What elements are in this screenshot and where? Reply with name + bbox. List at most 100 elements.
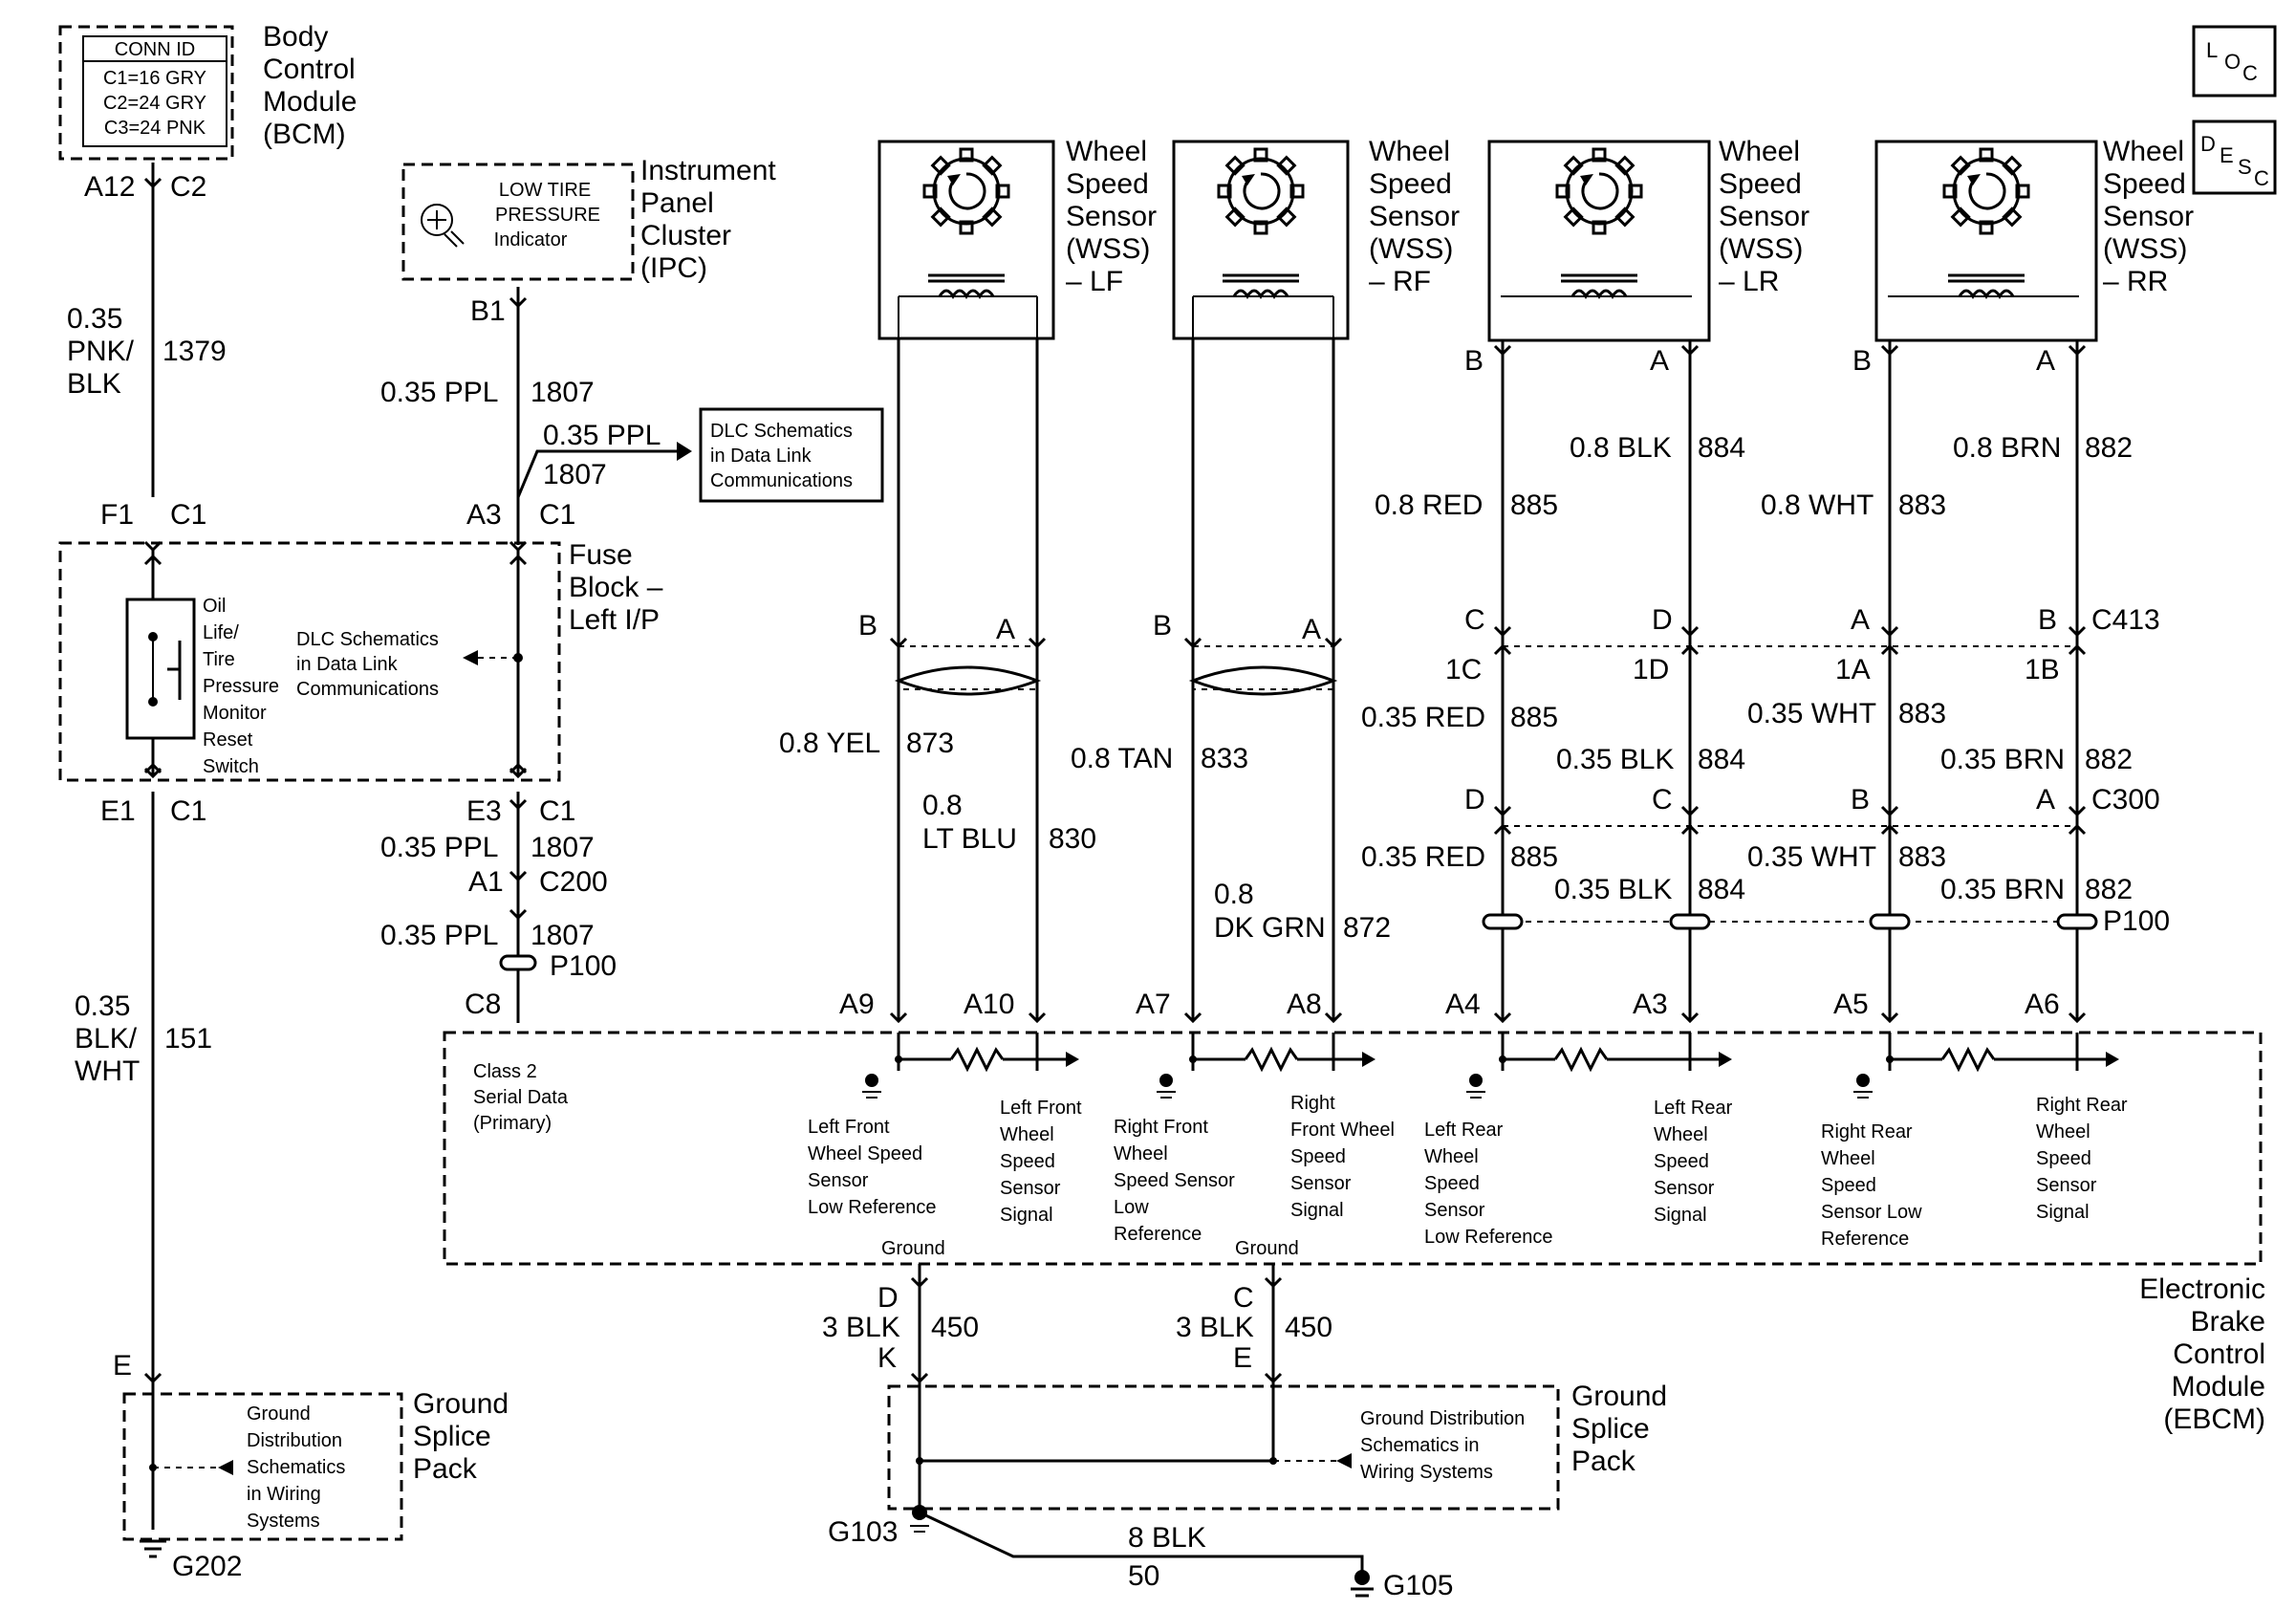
connector-chevron xyxy=(1493,344,1512,357)
circuit-number: 830 xyxy=(1049,823,1096,855)
sensor-name: (WSS) xyxy=(1066,233,1150,265)
connector-chevron xyxy=(509,540,528,553)
pin-label: A4 xyxy=(1445,989,1481,1020)
switch-label: Pressure xyxy=(203,676,279,697)
connector-chevron xyxy=(1493,643,1512,656)
pin-label: 1C xyxy=(1445,654,1482,685)
pin-label: C2 xyxy=(170,171,206,203)
bcm-name: Control xyxy=(263,54,356,85)
wire-color: WHT xyxy=(75,1055,140,1087)
wire-label: 0.35 BRN xyxy=(1940,744,2065,775)
splice-label: P100 xyxy=(550,950,617,982)
ground-id: G202 xyxy=(172,1551,242,1582)
ebcm-input-label: Speed xyxy=(1424,1173,1480,1194)
dlc-ref: DLC Schematics xyxy=(710,421,853,442)
circuit-number: 450 xyxy=(1285,1312,1332,1343)
connector-chevron xyxy=(2068,823,2087,836)
pin-label: D xyxy=(877,1282,899,1314)
connector-label: C200 xyxy=(539,866,608,898)
circuit-number: 885 xyxy=(1510,702,1558,733)
sensor-name: Wheel xyxy=(1719,136,1800,167)
ebcm-name: Control xyxy=(2173,1338,2265,1370)
splice-label: P100 xyxy=(2103,905,2170,937)
circuit-number: 884 xyxy=(1698,874,1745,905)
circuit-number: 883 xyxy=(1898,841,1946,873)
ground-ref: Schematics in xyxy=(1360,1435,1480,1456)
splice-pack-name: Ground xyxy=(413,1388,509,1420)
connector-chevron xyxy=(2068,625,2087,638)
dlc-ref: DLC Schematics xyxy=(296,629,439,650)
circuit-number: 882 xyxy=(2085,874,2133,905)
pin-label: C1 xyxy=(170,795,206,827)
connector-chevron xyxy=(1028,1012,1047,1024)
sensor-coil-icon xyxy=(1561,273,1637,299)
fuse-block-name: Block – xyxy=(569,572,663,603)
ground-wires: D K 3 BLK 450 C E 3 BLK 450 xyxy=(822,1264,1332,1520)
sensor-name: Wheel xyxy=(1066,136,1147,167)
wire-label: 0.8 YEL xyxy=(779,728,880,759)
sensor-coil-icon xyxy=(1948,273,2025,299)
ground-id: G103 xyxy=(828,1516,898,1548)
sensor-name: Speed xyxy=(1719,168,1802,200)
circuit-number: 450 xyxy=(931,1312,979,1343)
circuit-number: 885 xyxy=(1510,841,1558,873)
pin-label: E3 xyxy=(466,795,502,827)
ipc-name: Panel xyxy=(640,187,714,219)
connector-chevron xyxy=(2068,1012,2087,1024)
wire-label: 0.35 RED xyxy=(1361,841,1485,873)
ebcm-input-label: Reference xyxy=(1114,1224,1202,1245)
class2-label: Serial Data xyxy=(473,1087,569,1108)
connector-chevron xyxy=(1680,344,1700,357)
pin-label: B xyxy=(1852,345,1872,377)
desc-letter: S xyxy=(2238,155,2252,179)
pin-label: B xyxy=(1153,610,1172,642)
pin-label: B xyxy=(2038,604,2057,636)
wire-label: 0.35 WHT xyxy=(1747,841,1876,873)
pin-label: A12 xyxy=(84,171,135,203)
connector-chevron xyxy=(143,767,162,779)
wire-color: BLK/ xyxy=(75,1023,138,1055)
sensor-name: – RF xyxy=(1369,266,1431,297)
sensor-glyphs xyxy=(922,147,2030,299)
pin-label: B xyxy=(1464,345,1484,377)
ebcm-input-label: Signal xyxy=(1000,1205,1053,1226)
ground-ref: Ground xyxy=(247,1403,311,1425)
ipc-name: Instrument xyxy=(640,155,776,186)
ebcm-input-label: Wheel xyxy=(2036,1121,2090,1142)
ebcm-input-label: Sensor xyxy=(1424,1200,1485,1221)
pin-label: F1 xyxy=(100,499,134,531)
sensor-name: (WSS) xyxy=(1369,233,1453,265)
ground-icon xyxy=(1469,1074,1483,1087)
connector-chevron xyxy=(509,767,528,779)
ebcm-input-label: Sensor xyxy=(1000,1178,1061,1199)
wire-label: 0.8 BRN xyxy=(1953,432,2061,464)
sensor-name: Sensor xyxy=(1369,201,1460,232)
sensor-input-circuit xyxy=(1466,1033,1732,1099)
circuit-number: 1807 xyxy=(543,459,607,490)
circuit-number: 884 xyxy=(1698,432,1745,464)
wss-rr: Wheel Speed Sensor (WSS) – RR B A xyxy=(1852,136,2194,377)
ebcm-input-label: Signal xyxy=(2036,1202,2090,1223)
pin-label: D xyxy=(1652,604,1673,636)
loc-letter: C xyxy=(2242,61,2258,85)
pin-label: D xyxy=(1464,784,1485,816)
conn-id-line: C3=24 PNK xyxy=(104,118,206,139)
sensor-input-circuit xyxy=(1157,1033,1375,1099)
connector-chevron xyxy=(1493,823,1512,836)
connector-chevron xyxy=(509,296,528,309)
ebcm-name: Brake xyxy=(2191,1306,2265,1338)
pin-label: E xyxy=(1233,1342,1252,1374)
indicator-label: PRESSURE xyxy=(495,205,600,226)
ebcm-input-label: Speed xyxy=(1654,1151,1709,1172)
conn-id-line: C1=16 GRY xyxy=(103,68,206,89)
sensor-coil-icon xyxy=(1223,273,1299,299)
connector-chevron xyxy=(1493,625,1512,638)
ebcm-input-label: Wheel xyxy=(1654,1124,1708,1145)
connector-chevron xyxy=(1493,805,1512,817)
connector-chevron xyxy=(1880,344,1899,357)
connector-chevron xyxy=(143,1372,162,1384)
wire-label: 0.35 BLK xyxy=(1556,744,1674,775)
sensor-gear-icon xyxy=(1555,147,1643,235)
desc-letter: C xyxy=(2254,166,2269,190)
